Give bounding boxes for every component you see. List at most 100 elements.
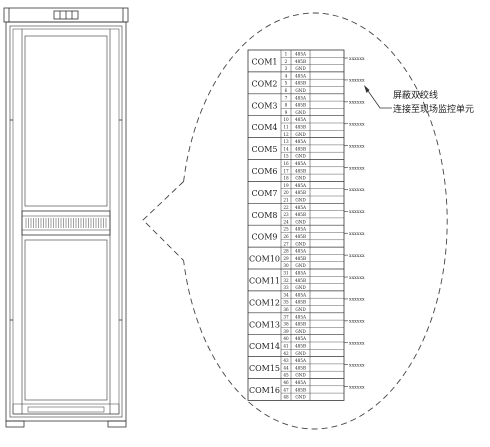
terminal-number: 12 bbox=[283, 132, 289, 137]
terminal-number: 46 bbox=[283, 380, 289, 385]
terminal-number: 33 bbox=[283, 285, 289, 290]
signal-label: 485B bbox=[295, 125, 306, 130]
signal-label: 485A bbox=[295, 52, 307, 57]
terminal-number: 9 bbox=[285, 110, 288, 115]
shielded-wire-mark: xxxxxx bbox=[349, 101, 365, 106]
signal-label: GND bbox=[295, 373, 306, 378]
shielded-wire-mark: xxxxxx bbox=[349, 166, 365, 171]
signal-label: 485B bbox=[295, 146, 306, 151]
signal-label: GND bbox=[295, 88, 306, 93]
com-port-label: COM4 bbox=[252, 123, 278, 132]
terminal-number: 5 bbox=[285, 81, 288, 86]
signal-label: 485B bbox=[295, 168, 306, 173]
terminal-number: 47 bbox=[283, 387, 289, 392]
terminal-number: 13 bbox=[283, 139, 289, 144]
signal-label: 485B bbox=[295, 234, 306, 239]
shielded-wire-mark: xxxxxx bbox=[349, 276, 365, 281]
terminal-number: 34 bbox=[283, 292, 289, 297]
terminal-number: 18 bbox=[283, 176, 289, 181]
terminal-number: 28 bbox=[283, 249, 289, 254]
terminal-number: 8 bbox=[285, 103, 288, 108]
lower-door-panel bbox=[24, 239, 108, 401]
terminal-number: 31 bbox=[283, 271, 289, 276]
signal-label: 485B bbox=[295, 322, 306, 327]
signal-label: GND bbox=[295, 66, 306, 71]
terminal-number: 10 bbox=[283, 117, 289, 122]
signal-label: GND bbox=[295, 198, 306, 203]
terminal-strip bbox=[21, 210, 111, 236]
terminal-number: 7 bbox=[285, 95, 288, 100]
terminal-number: 35 bbox=[283, 300, 289, 305]
signal-label: 485A bbox=[295, 249, 307, 254]
callout-ellipse bbox=[183, 12, 448, 430]
com-port-label: COM5 bbox=[252, 145, 278, 154]
signal-label: 485B bbox=[295, 300, 306, 305]
com-port-label: COM3 bbox=[252, 101, 278, 110]
signal-label: GND bbox=[295, 110, 306, 115]
terminal-number: 22 bbox=[283, 205, 289, 210]
annotation-arrowhead bbox=[364, 85, 370, 93]
shielded-wire-mark: xxxxxx bbox=[349, 57, 365, 62]
signal-label: 485B bbox=[295, 103, 306, 108]
com-port-label: COM13 bbox=[249, 320, 280, 329]
signal-label: GND bbox=[295, 219, 306, 224]
terminal-number: 14 bbox=[283, 146, 289, 151]
signal-label: 485A bbox=[295, 205, 307, 210]
terminal-number: 24 bbox=[283, 219, 289, 224]
shielded-wire-mark: xxxxxx bbox=[349, 254, 365, 259]
terminal-number: 42 bbox=[283, 351, 289, 356]
signal-label: 485B bbox=[295, 365, 306, 370]
terminal-number: 26 bbox=[283, 234, 289, 239]
annotation-line-1: 屏蔽双绞线 bbox=[393, 89, 438, 101]
com-port-label: COM6 bbox=[252, 167, 278, 176]
signal-label: 485B bbox=[295, 59, 306, 64]
terminal-number: 20 bbox=[283, 190, 289, 195]
signal-label: 485A bbox=[295, 139, 307, 144]
shielded-wire-mark: xxxxxx bbox=[349, 210, 365, 215]
terminal-number: 11 bbox=[283, 125, 289, 130]
terminal-number: 15 bbox=[283, 154, 289, 159]
terminal-number: 43 bbox=[283, 358, 289, 363]
shielded-wire-mark: xxxxxx bbox=[349, 320, 365, 325]
terminal-number: 19 bbox=[283, 183, 289, 188]
com-port-label: COM15 bbox=[249, 364, 280, 373]
terminal-number: 44 bbox=[283, 365, 289, 370]
terminal-number: 3 bbox=[285, 66, 288, 71]
signal-label: GND bbox=[295, 241, 306, 246]
signal-label: 485A bbox=[295, 117, 307, 122]
terminal-number: 25 bbox=[283, 227, 289, 232]
cabinet-plinth bbox=[12, 403, 120, 415]
terminal-number: 40 bbox=[283, 336, 289, 341]
com-port-label: COM2 bbox=[252, 79, 278, 88]
terminal-number: 29 bbox=[283, 256, 289, 261]
signal-label: 485A bbox=[295, 336, 307, 341]
signal-label: 485B bbox=[295, 212, 306, 217]
cabinet-foot-right bbox=[107, 420, 127, 428]
signal-label: 485A bbox=[295, 95, 307, 100]
signal-label: GND bbox=[295, 351, 306, 356]
cabinet-frame bbox=[5, 21, 127, 422]
terminal-number: 23 bbox=[283, 212, 289, 217]
com-port-label: COM9 bbox=[252, 233, 278, 242]
signal-label: 485A bbox=[295, 161, 307, 166]
signal-label: 485A bbox=[295, 271, 307, 276]
com-port-group: COM3 7 485A 8 485B 9 GND xxxxxx bbox=[248, 93, 365, 115]
signal-label: 485A bbox=[295, 314, 307, 319]
terminal-number: 37 bbox=[283, 314, 289, 319]
com-port-label: COM8 bbox=[252, 211, 278, 220]
cabinet-foot-left bbox=[5, 420, 25, 428]
terminal-number: 4 bbox=[285, 73, 288, 78]
terminal-number: 45 bbox=[283, 373, 289, 378]
